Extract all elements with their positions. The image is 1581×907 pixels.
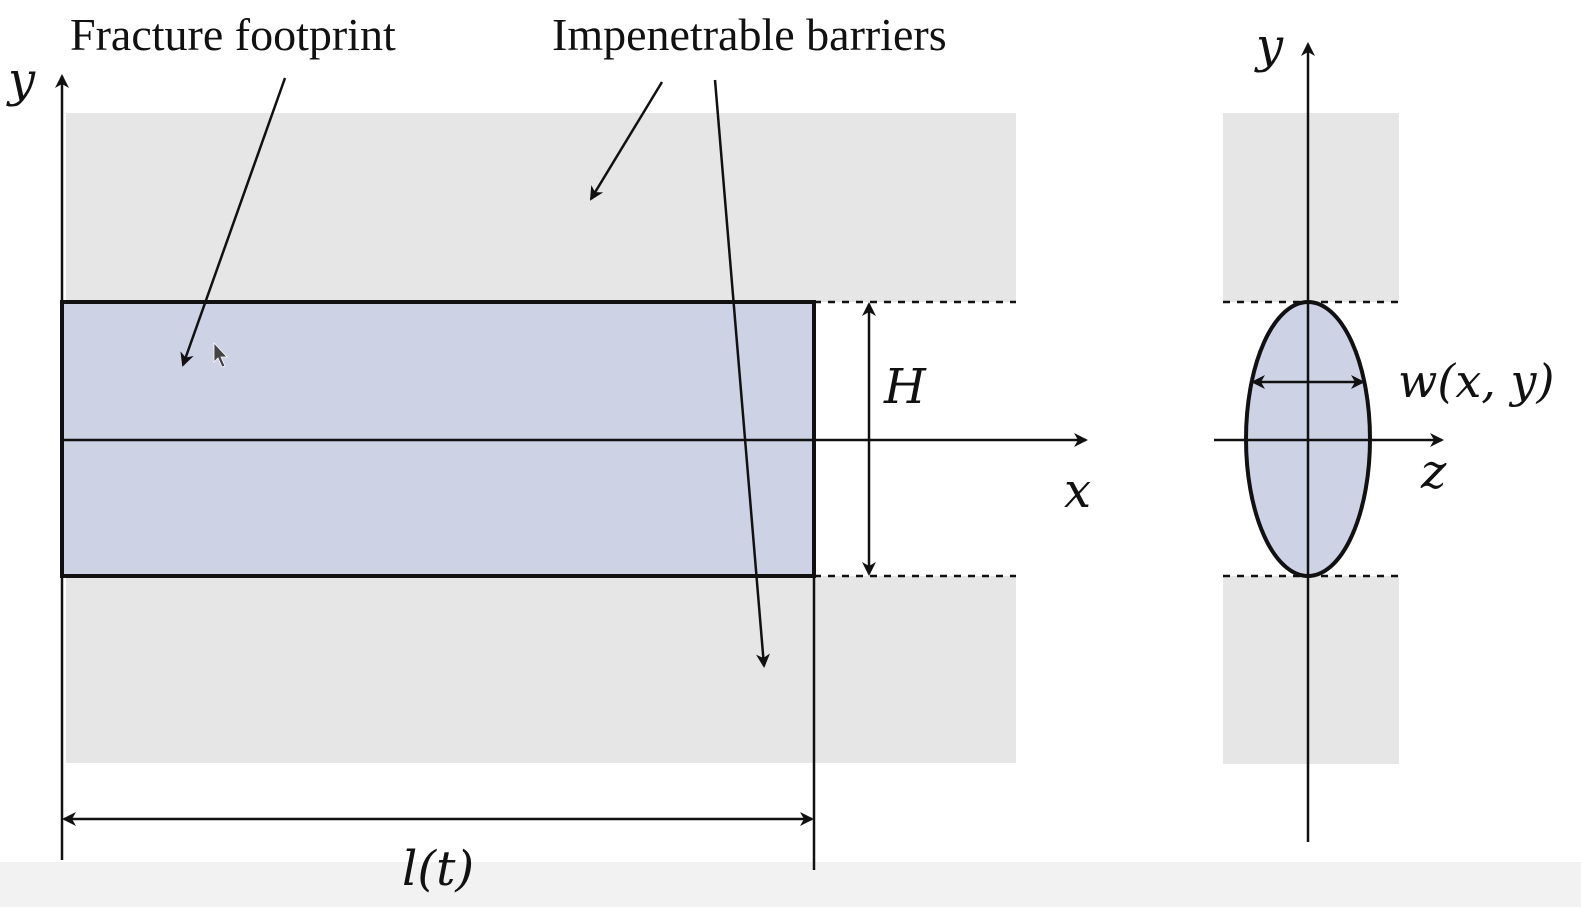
barrier-pointer-bottom xyxy=(713,79,770,668)
barrier-pointer-top xyxy=(589,81,664,201)
length-label: l(t) xyxy=(402,841,474,897)
fracture-footprint-pointer xyxy=(180,77,287,367)
bottom-band xyxy=(0,862,1581,907)
y-axis-right-label: y xyxy=(1254,18,1284,74)
width-label: w(x, y) xyxy=(1398,354,1554,408)
z-axis-label: z xyxy=(1420,444,1447,500)
barrier-region-right-bottom xyxy=(1223,576,1399,764)
x-axis-label: x xyxy=(1064,463,1091,519)
mouse-cursor-icon xyxy=(213,341,228,368)
fracture-footprint-label: Fracture footprint xyxy=(70,9,396,60)
y-axis-left-label: y xyxy=(6,52,36,108)
height-label: H xyxy=(883,359,927,415)
impenetrable-barriers-label: Impenetrable barriers xyxy=(552,9,947,60)
barrier-region-right-top xyxy=(1223,113,1399,302)
